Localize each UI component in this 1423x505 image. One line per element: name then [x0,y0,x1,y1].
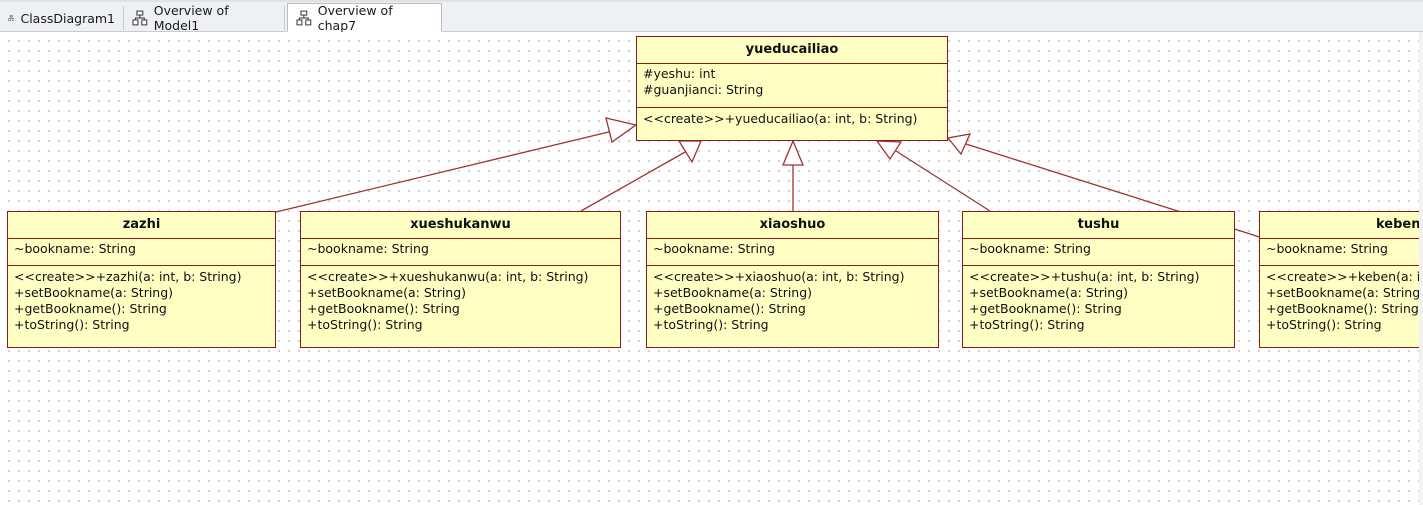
class-operations: <<create>>+xueshukanwu(a: int, b: String… [301,266,620,337]
class-diagram-icon [296,10,312,25]
class-name: xueshukanwu [301,212,620,239]
diagram-tab-bar: ClassDiagram1 Overview of Model1 Overvie… [0,0,1423,33]
operation: +getBookname(): String [1266,301,1419,316]
attribute: #yeshu: int [643,66,716,81]
operation: <<create>>+xueshukanwu(a: int, b: String… [307,269,589,284]
attribute: ~bookname: String [1266,241,1388,256]
tab-label: Overview of chap7 [317,2,393,33]
tab-label: Overview of Model1 [153,3,229,33]
class-operations: <<create>>+tushu(a: int, b: String) +set… [963,266,1234,337]
class-box-xueshukanwu[interactable]: xueshukanwu ~bookname: String <<create>>… [300,211,621,348]
generalization-arrowhead [782,139,804,166]
attribute: ~bookname: String [14,241,136,256]
operation: +toString(): String [1266,317,1382,332]
operation: +setBookname(a: String) [307,285,467,300]
class-operations: <<create>>+keben(a: int, b: String) +set… [1260,266,1423,337]
operation: +toString(): String [969,317,1085,332]
tab-overview-of-model1[interactable]: Overview of Model1 [124,3,285,33]
class-operations: <<create>>+zazhi(a: int, b: String) +set… [8,266,275,337]
class-box-tushu[interactable]: tushu ~bookname: String <<create>>+tushu… [962,211,1235,348]
operation: +toString(): String [653,317,769,332]
class-attributes: #yeshu: int #guanjianci: String [637,64,947,108]
attribute: ~bookname: String [969,241,1091,256]
class-attributes: ~bookname: String [301,239,620,266]
class-box-xiaoshuo[interactable]: xiaoshuo ~bookname: String <<create>>+xi… [646,211,939,348]
operation: <<create>>+xiaoshuo(a: int, b: String) [653,269,905,284]
operation: <<create>>+zazhi(a: int, b: String) [14,269,242,284]
class-box-zazhi[interactable]: zazhi ~bookname: String <<create>>+zazhi… [7,211,276,348]
operation: +setBookname(a: String) [14,285,174,300]
operation: +getBookname(): String [14,301,167,316]
class-name: yueducailiao [637,37,947,64]
class-operations: <<create>>+xiaoshuo(a: int, b: String) +… [647,266,938,337]
class-attributes: ~bookname: String [963,239,1234,266]
class-box-keben[interactable]: keben ~bookname: String <<create>>+keben… [1259,211,1423,348]
operation: +getBookname(): String [969,301,1122,316]
class-attributes: ~bookname: String [1260,239,1423,266]
class-attributes: ~bookname: String [8,239,275,266]
operation: <<create>>+keben(a: int, b: String) [1266,269,1423,284]
generalization-line-zazhi[interactable] [275,129,618,213]
class-name: zazhi [8,212,275,239]
operation: +getBookname(): String [653,301,806,316]
operation: <<create>>+yueducailiao(a: int, b: Strin… [643,111,918,126]
class-name: xiaoshuo [647,212,938,239]
tab-classdiagram1[interactable]: ClassDiagram1 [0,6,124,30]
diagram-canvas[interactable]: yueducailiao #yeshu: int #guanjianci: St… [0,32,1423,505]
class-name: tushu [963,212,1234,239]
operation: +setBookname(a: String) [653,285,813,300]
generalization-arrowhead [875,140,903,161]
operation: +toString(): String [307,317,423,332]
operation: +toString(): String [14,317,130,332]
generalization-arrowhead [946,133,972,156]
tab-label: ClassDiagram1 [20,10,115,26]
attribute: ~bookname: String [307,241,429,256]
class-attributes: ~bookname: String [647,239,938,266]
operation: <<create>>+tushu(a: int, b: String) [969,269,1200,284]
generalization-line-tushu[interactable] [895,150,991,212]
generalization-arrowhead [605,117,638,144]
class-box-yueducailiao[interactable]: yueducailiao #yeshu: int #guanjianci: St… [636,36,948,141]
attribute: ~bookname: String [653,241,775,256]
class-name: keben [1260,212,1423,239]
generalization-arrowhead [677,140,702,164]
class-diagram-icon [8,14,15,22]
attribute: #guanjianci: String [643,82,764,97]
class-operations: <<create>>+yueducailiao(a: int, b: Strin… [637,108,947,131]
operation: +getBookname(): String [307,301,460,316]
tab-overview-of-chap7[interactable]: Overview of chap7 [287,2,442,33]
vertical-scrollbar-edge[interactable] [1419,32,1423,505]
operation: +setBookname(a: String) [1266,285,1423,300]
operation: +setBookname(a: String) [969,285,1129,300]
class-diagram-icon [132,10,148,26]
generalization-line-xueshukanwu[interactable] [580,150,688,212]
